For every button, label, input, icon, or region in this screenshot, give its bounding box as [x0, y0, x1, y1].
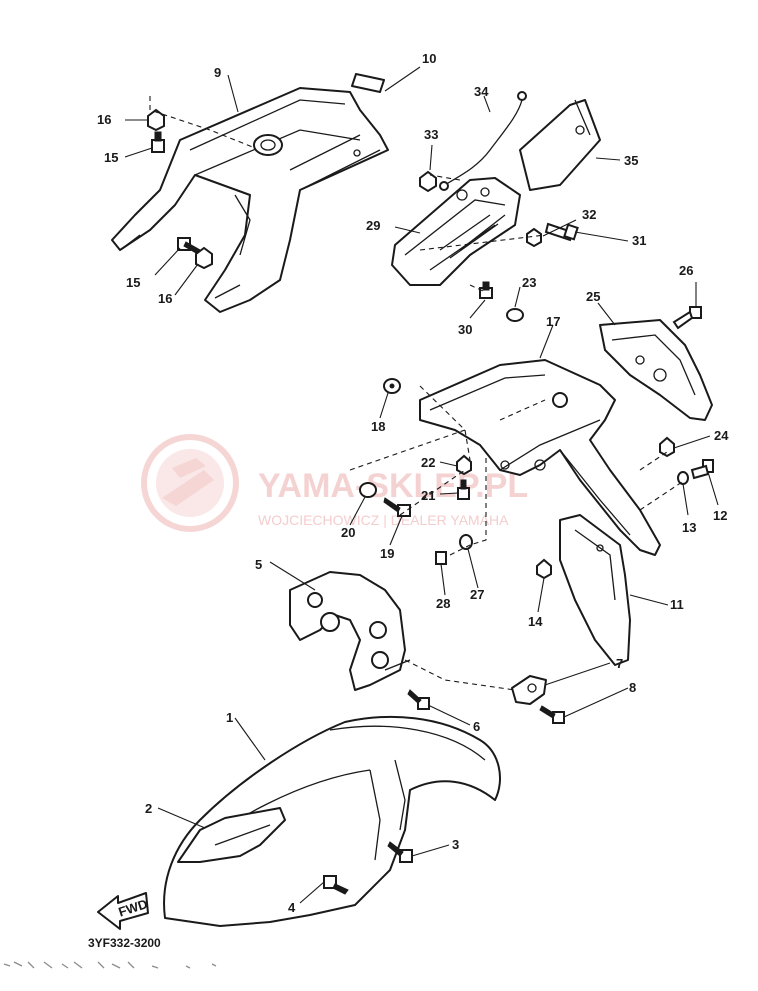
- part-29-bracket: [391, 177, 521, 286]
- callout-32: 32: [582, 207, 596, 222]
- callout-31: 31: [632, 233, 646, 248]
- part-13-washer: [677, 471, 689, 485]
- callout-29: 29: [366, 218, 380, 233]
- part-1-front-fender: [163, 715, 501, 927]
- callout-14: 14: [528, 614, 543, 629]
- part-20-grommet: [359, 482, 377, 498]
- callout-35: 35: [624, 153, 638, 168]
- callout-21: 21: [421, 488, 435, 503]
- assembly-lines: [149, 96, 686, 691]
- callout-28: 28: [436, 596, 450, 611]
- callout-15-bottom: 15: [126, 275, 140, 290]
- part-7-clip: [511, 675, 547, 705]
- part-12-bolt: [690, 459, 714, 480]
- callout-17: 17: [546, 314, 560, 329]
- part-18-grommet: [383, 378, 401, 394]
- callout-4: 4: [288, 900, 296, 915]
- watermark: YAMA-SKLEP.PL WOJCIECHOWICZ | DEALER YAM…: [141, 434, 528, 532]
- part-22-nut: [456, 454, 472, 476]
- callout-23: 23: [522, 275, 536, 290]
- callout-26: 26: [679, 263, 693, 278]
- callout-13: 13: [682, 520, 696, 535]
- callout-6: 6: [473, 719, 480, 734]
- part-15-bolt-bottom: [177, 237, 201, 255]
- callout-30: 30: [458, 322, 472, 337]
- part-3-bolt: [387, 841, 413, 863]
- scan-noise: [3, 961, 217, 969]
- callout-1: 1: [226, 710, 233, 725]
- callout-34: 34: [474, 84, 489, 99]
- watermark-dealer: WOJCIECHOWICZ | DEALER YAMAHA: [258, 512, 509, 528]
- callout-20: 20: [341, 525, 355, 540]
- part-14-nut: [536, 558, 552, 580]
- callout-8: 8: [629, 680, 636, 695]
- callout-5: 5: [255, 557, 262, 572]
- part-33-nut: [419, 170, 437, 193]
- part-8-bolt: [539, 705, 565, 724]
- fwd-arrow: FWD: [97, 892, 149, 930]
- callout-18: 18: [371, 419, 385, 434]
- callout-33: 33: [424, 127, 438, 142]
- part-24-nut: [659, 436, 675, 458]
- part-34-cable: [439, 91, 527, 191]
- part-17-rear-fender: [419, 359, 661, 556]
- callout-2: 2: [145, 801, 152, 816]
- callout-15-top: 15: [104, 150, 118, 165]
- part-32-nut: [526, 227, 542, 248]
- part-23-grommet: [506, 308, 524, 322]
- leader-lines: [124, 66, 719, 904]
- part-6-bolt: [407, 689, 430, 710]
- part-28-collar: [435, 551, 447, 565]
- part-16-nut-bottom: [195, 246, 213, 270]
- callout-9: 9: [214, 65, 221, 80]
- callout-22: 22: [421, 455, 435, 470]
- part-31-bolt: [544, 222, 579, 242]
- part-5-bracket: [289, 571, 411, 691]
- callout-25: 25: [586, 289, 600, 304]
- part-10-label: [351, 73, 385, 93]
- callout-19: 19: [380, 546, 394, 561]
- callout-10: 10: [422, 51, 436, 66]
- watermark-logo: [141, 434, 239, 532]
- part-19-bolt: [383, 497, 411, 517]
- part-27-washer: [459, 534, 473, 550]
- callout-24: 24: [714, 428, 729, 443]
- part-26-bolt: [672, 306, 702, 330]
- callout-16-top: 16: [97, 112, 111, 127]
- callout-7: 7: [616, 656, 623, 671]
- part-15-bolt-top: [151, 131, 165, 153]
- part-code: 3YF332-3200: [88, 936, 161, 950]
- callout-27: 27: [470, 587, 484, 602]
- callout-16-bottom: 16: [158, 291, 172, 306]
- part-2-decal: [177, 807, 286, 863]
- callout-11: 11: [670, 597, 684, 612]
- part-9-tail-frame: [111, 87, 389, 313]
- callout-12: 12: [713, 508, 727, 523]
- part-35-pad: [519, 99, 601, 191]
- callout-numbers: 9 10 34 33 35 16 15 29 32 31 15 16 23 26…: [97, 51, 729, 915]
- part-25-cover: [599, 319, 713, 421]
- part-30-bolt: [479, 281, 493, 299]
- callout-3: 3: [452, 837, 459, 852]
- part-16-nut-top: [147, 108, 165, 132]
- watermark-brand: YAMA-SKLEP.PL: [258, 467, 528, 505]
- part-11-flap: [559, 514, 631, 666]
